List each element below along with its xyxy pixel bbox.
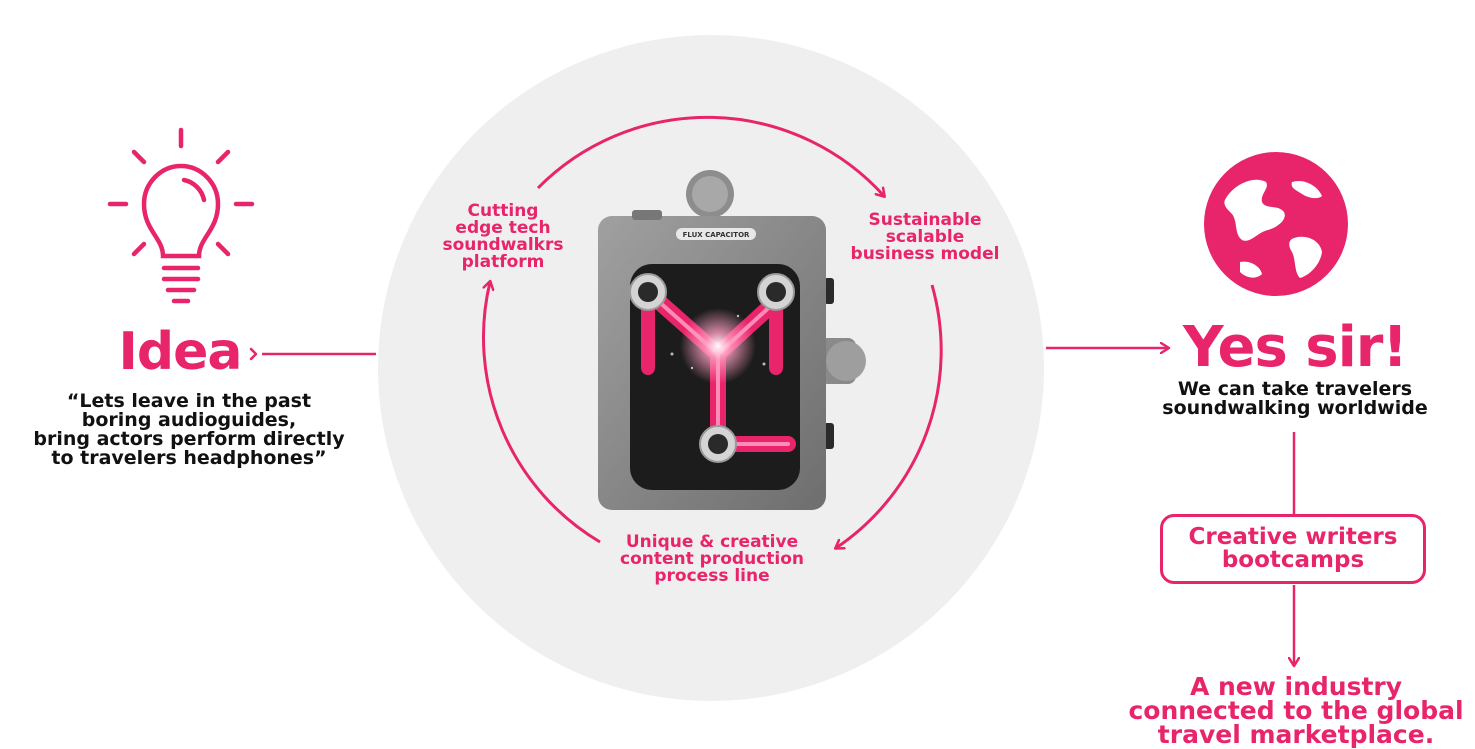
bootcamp-label: Creative writers bootcamps	[1189, 526, 1398, 572]
device-label: FLUX CAPACITOR	[683, 231, 750, 239]
idea-chevron	[251, 349, 256, 359]
bootcamp-box: Creative writers bootcamps	[1160, 514, 1426, 584]
globe-icon	[1196, 142, 1356, 322]
result-title: Yes sir!	[1170, 320, 1420, 376]
cycle-label-platform: Cutting edge tech soundwalkrs platform	[428, 203, 578, 271]
cycle-label-content-production: Unique & creative content production pro…	[596, 534, 828, 585]
industry-label: A new industry connected to the global t…	[1118, 675, 1474, 747]
lightbulb-icon	[106, 126, 256, 316]
cycle-arc-left	[483, 282, 600, 542]
idea-title: Idea	[110, 326, 250, 378]
result-subtitle: We can take travelers soundwalking world…	[1130, 380, 1460, 418]
idea-quote: “Lets leave in the past boring audioguid…	[0, 392, 378, 468]
flux-capacitor-icon: FLUX CAPACITOR	[592, 168, 872, 518]
